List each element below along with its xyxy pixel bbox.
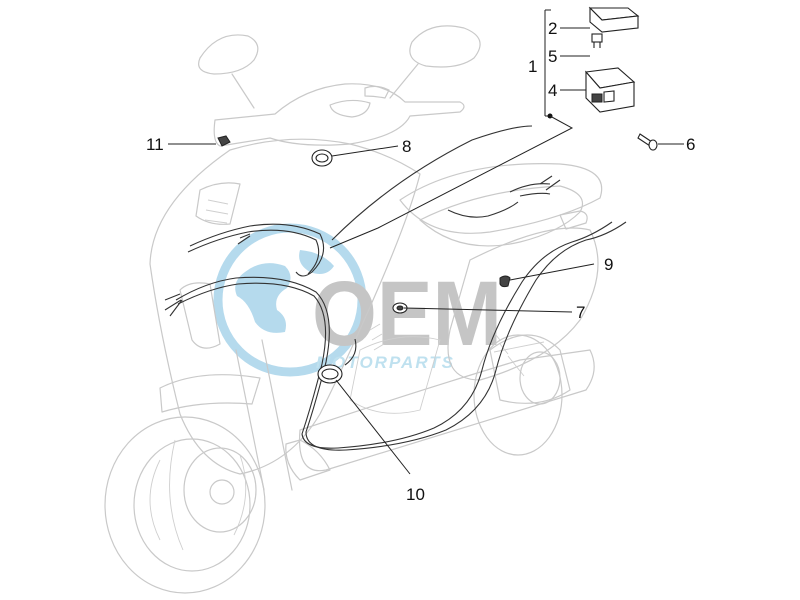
floorboard [298,349,595,472]
callout-10: 10 [406,485,425,504]
callout-2: 2 [548,19,557,38]
front-tire [104,416,266,594]
seat [399,163,603,234]
part-fuse-box-cover [588,6,640,33]
watermark-sub: MOTORPARTS [316,353,455,372]
part-band-clamp [317,364,343,384]
callout-5: 5 [548,47,557,66]
part-screw [637,133,658,151]
part-cable-clamp [311,149,333,167]
leader-lines [168,9,684,475]
front-shield [149,138,421,475]
watermark-continents [235,250,334,333]
callouts: 1 2 5 4 6 11 8 9 7 10 [146,19,695,504]
wiring-harness [164,125,627,451]
parts [217,6,658,384]
part-cable-clip [499,275,511,288]
callout-1: 1 [528,57,537,76]
callout-4: 4 [548,81,557,100]
right-mirror [409,25,481,68]
callout-11: 11 [146,135,164,154]
callout-6: 6 [686,135,695,154]
scooter-outline [104,25,603,594]
rear-body [447,227,599,381]
callout-9: 9 [604,255,613,274]
watermark-brand: OEM [312,263,502,365]
callout-8: 8 [402,137,411,156]
watermark: OEM MOTORPARTS [213,223,502,377]
left-mirror [198,34,259,75]
headlight-harness [189,223,325,277]
part-fuse-holder [584,67,636,113]
front-fork [235,339,293,491]
main-harness-cable [175,221,627,451]
part-fuse [591,33,603,48]
watermark-globe [213,223,367,377]
callout-7: 7 [576,303,585,322]
handlebar [213,83,465,147]
part-clip [217,135,231,147]
part-grommet [392,302,408,314]
